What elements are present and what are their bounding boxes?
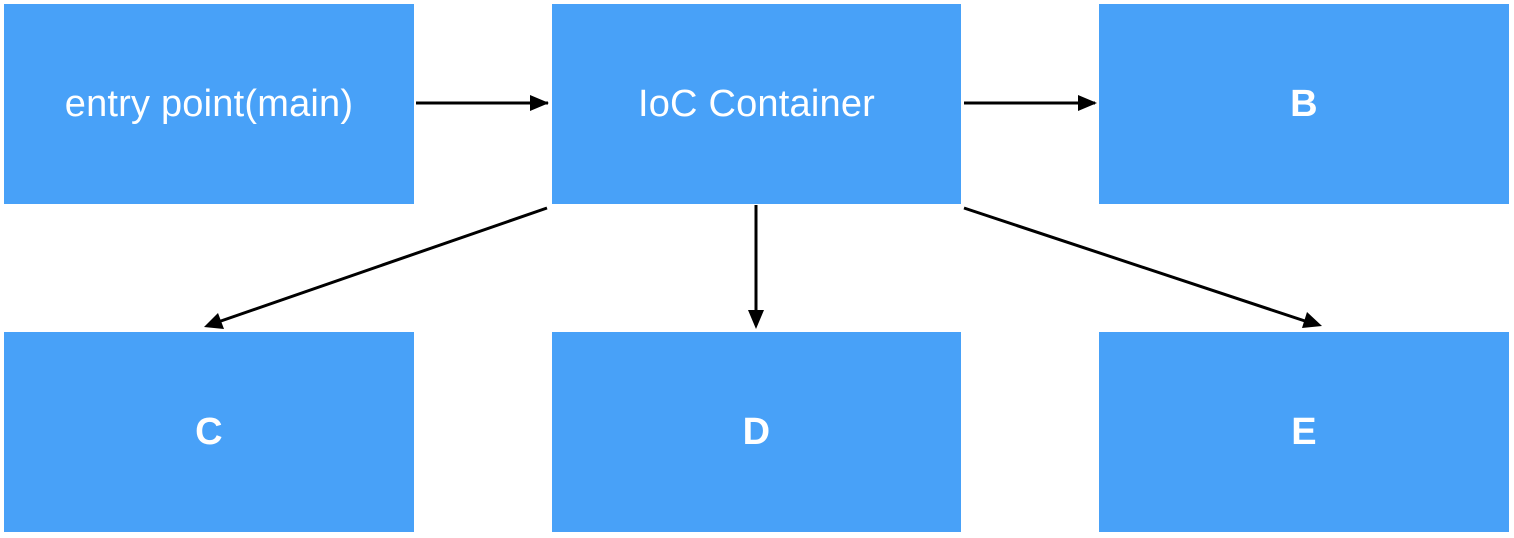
node-label: entry point(main) (64, 82, 354, 125)
node-ioc-container: IoC Container (552, 4, 961, 204)
edge-ioc-to-e-arrowhead (1302, 312, 1322, 328)
node-b: B (1099, 4, 1509, 204)
node-e: E (1099, 332, 1509, 532)
edge-ioc-to-c-arrowhead (204, 313, 224, 329)
edge-entry-to-ioc-arrowhead (530, 95, 549, 111)
edge-ioc-to-c (217, 206, 548, 324)
node-label: C (195, 410, 223, 453)
edge-ioc-to-d-arrowhead (748, 310, 764, 329)
node-d: D (552, 332, 961, 532)
edge-ioc-to-b-arrowhead (1078, 95, 1097, 111)
node-entry-point: entry point(main) (4, 4, 414, 204)
node-c: C (4, 332, 414, 532)
node-label: IoC Container (637, 82, 876, 125)
edge-ioc-to-e (963, 206, 1309, 324)
node-label: D (742, 410, 771, 453)
node-label: E (1291, 410, 1317, 453)
node-label: B (1290, 82, 1318, 125)
